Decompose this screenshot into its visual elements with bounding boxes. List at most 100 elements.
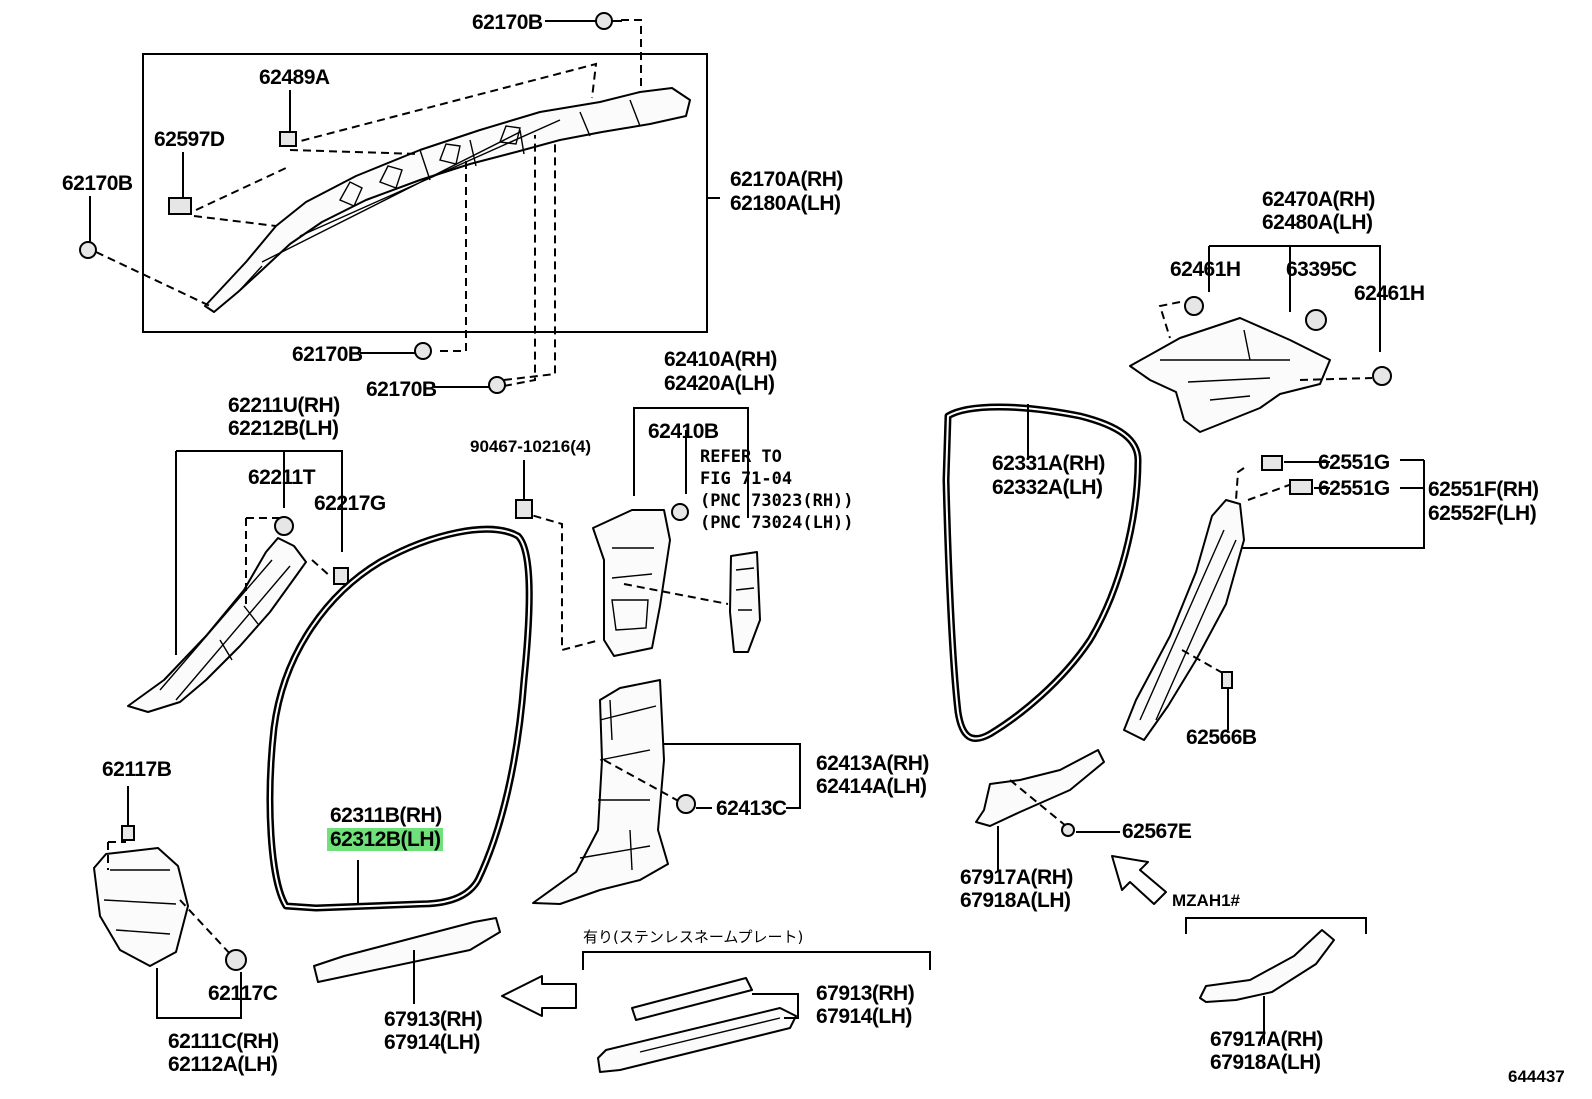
front-pillar-garnish[interactable]: [204, 87, 691, 313]
label-62420A: 62420A(LH): [664, 372, 775, 395]
clip-62410B[interactable]: [671, 503, 689, 521]
center-pillar-upper-garnish[interactable]: [592, 509, 671, 657]
label-67914-b: 67914(LH): [816, 1005, 912, 1028]
assembly-frame: [142, 53, 708, 333]
clip-62566B[interactable]: [1221, 671, 1233, 689]
clip-62217G[interactable]: [333, 567, 349, 585]
label-62551F: 62551F(RH): [1428, 478, 1539, 501]
label-62551G-a: 62551G: [1318, 451, 1390, 474]
labels: 62170B 62489A 62597D 62170B 62170A(RH) 6…: [62, 11, 1565, 1086]
label-67914-a: 67914(LH): [384, 1031, 480, 1054]
clip-62170B-mid1[interactable]: [414, 342, 432, 360]
clip-63395C[interactable]: [1305, 309, 1327, 331]
rear-scuff-plate-group: [975, 749, 1367, 1044]
clip-62551G-b[interactable]: [1289, 479, 1313, 495]
clip-62170B-top[interactable]: [595, 12, 622, 30]
label-62410A: 62410A(RH): [664, 348, 777, 371]
view-arrow-indicator: [1111, 855, 1167, 905]
label-62211T: 62211T: [248, 466, 316, 489]
label-67918A-a: 67918A(LH): [960, 889, 1071, 912]
label-67913-a: 67913(RH): [384, 1008, 482, 1031]
rear-scuff-plate-mzah[interactable]: [1199, 929, 1335, 1003]
label-refer-to: REFER TO: [700, 447, 782, 467]
rear-door-weatherstrip-group: [942, 403, 1142, 742]
label-62414A: 62414A(LH): [816, 775, 927, 798]
label-62180A: 62180A(LH): [730, 192, 841, 215]
clip-62597D[interactable]: [168, 197, 192, 215]
figure-code: 644437: [1508, 1067, 1565, 1086]
label-62552F: 62552F(LH): [1428, 502, 1536, 525]
label-62170A: 62170A(RH): [730, 168, 843, 191]
clip-62489A[interactable]: [279, 131, 297, 147]
label-62470A: 62470A(RH): [1262, 188, 1375, 211]
label-62212B: 62212B(LH): [228, 417, 339, 440]
label-pnc-lh: (PNC 73024(LH)): [700, 513, 854, 533]
label-62410B: 62410B: [648, 420, 719, 443]
label-67917A-a: 67917A(RH): [960, 866, 1073, 889]
rear-upper-trim-group: [1129, 245, 1392, 433]
label-fig: FIG 71-04: [700, 469, 792, 489]
clip-62117C[interactable]: [225, 949, 247, 971]
label-62170B-mid2: 62170B: [366, 378, 437, 401]
label-62413C: 62413C: [716, 797, 787, 820]
label-62567E: 62567E: [1122, 820, 1192, 843]
cowl-side-trim[interactable]: [93, 847, 189, 967]
clip-62567E[interactable]: [1061, 823, 1075, 837]
label-67917A-b: 67917A(RH): [1210, 1028, 1323, 1051]
label-62117B: 62117B: [102, 758, 172, 781]
clip-62170B-left[interactable]: [79, 241, 97, 259]
clip-62211T[interactable]: [274, 516, 294, 536]
clip-90467[interactable]: [515, 499, 533, 519]
cowl-side-trim-group: [93, 786, 247, 1019]
clip-62413C[interactable]: [676, 794, 696, 814]
front-door-weatherstrip-group: [266, 525, 533, 912]
label-62170B-mid1: 62170B: [292, 343, 363, 366]
label-63395C: 63395C: [1286, 258, 1357, 281]
clip-62117B[interactable]: [121, 825, 135, 841]
front-scuff-plate[interactable]: [313, 917, 501, 983]
label-62170B-left: 62170B: [62, 172, 133, 195]
label-62461H-a: 62461H: [1170, 258, 1241, 281]
label-62312B: 62312B(LH): [330, 828, 441, 851]
roof-side-inner-garnish[interactable]: [1129, 317, 1331, 433]
label-90467: 90467-10216(4): [470, 437, 591, 456]
label-pnc-rh: (PNC 73023(RH)): [700, 491, 854, 511]
center-pillar-lower-group: [532, 679, 801, 905]
highlight-62312B: [327, 828, 443, 851]
label-stainless-nameplate: 有り(ステンレスネームプレート): [583, 928, 803, 946]
front-scuff-plate-base[interactable]: [597, 1007, 797, 1073]
label-62461H-b: 62461H: [1354, 282, 1425, 305]
front-pillar-garnish-group: [79, 12, 720, 394]
label-62217G: 62217G: [314, 492, 386, 515]
front-pillar-lower-group: [127, 450, 349, 713]
front-scuff-plate-stainless[interactable]: [631, 977, 753, 1021]
label-62211U: 62211U(RH): [228, 394, 340, 417]
front-scuff-plate-group: [313, 917, 931, 1073]
clip-62461H-b[interactable]: [1372, 366, 1392, 386]
label-67918A-b: 67918A(LH): [1210, 1051, 1321, 1074]
label-62112A: 62112A(LH): [168, 1053, 277, 1076]
center-pillar-upper-group: [515, 407, 761, 657]
label-62117C: 62117C: [208, 982, 278, 1005]
label-62311B: 62311B(RH): [330, 804, 442, 827]
label-62480A: 62480A(LH): [1262, 211, 1373, 234]
clip-62461H-a[interactable]: [1184, 296, 1204, 316]
label-62331A: 62331A(RH): [992, 452, 1105, 475]
seat-belt-anchor-cover[interactable]: [729, 551, 761, 653]
rear-scuff-plate[interactable]: [975, 749, 1105, 827]
label-62332A: 62332A(LH): [992, 476, 1103, 499]
label-62413A: 62413A(RH): [816, 752, 929, 775]
rear-pillar-garnish-group: [1123, 455, 1425, 741]
label-62597D: 62597D: [154, 128, 225, 151]
center-pillar-lower-garnish[interactable]: [532, 679, 669, 905]
label-mzah: MZAH1#: [1172, 891, 1241, 910]
label-62566B: 62566B: [1186, 726, 1257, 749]
front-pillar-lower-garnish[interactable]: [127, 537, 307, 713]
label-62551G-b: 62551G: [1318, 477, 1390, 500]
label-62170B-top: 62170B: [472, 11, 543, 34]
clip-62551G-a[interactable]: [1261, 455, 1283, 471]
clip-62170B-mid2[interactable]: [488, 376, 506, 394]
label-62489A: 62489A: [259, 66, 330, 89]
label-67913-b: 67913(RH): [816, 982, 914, 1005]
